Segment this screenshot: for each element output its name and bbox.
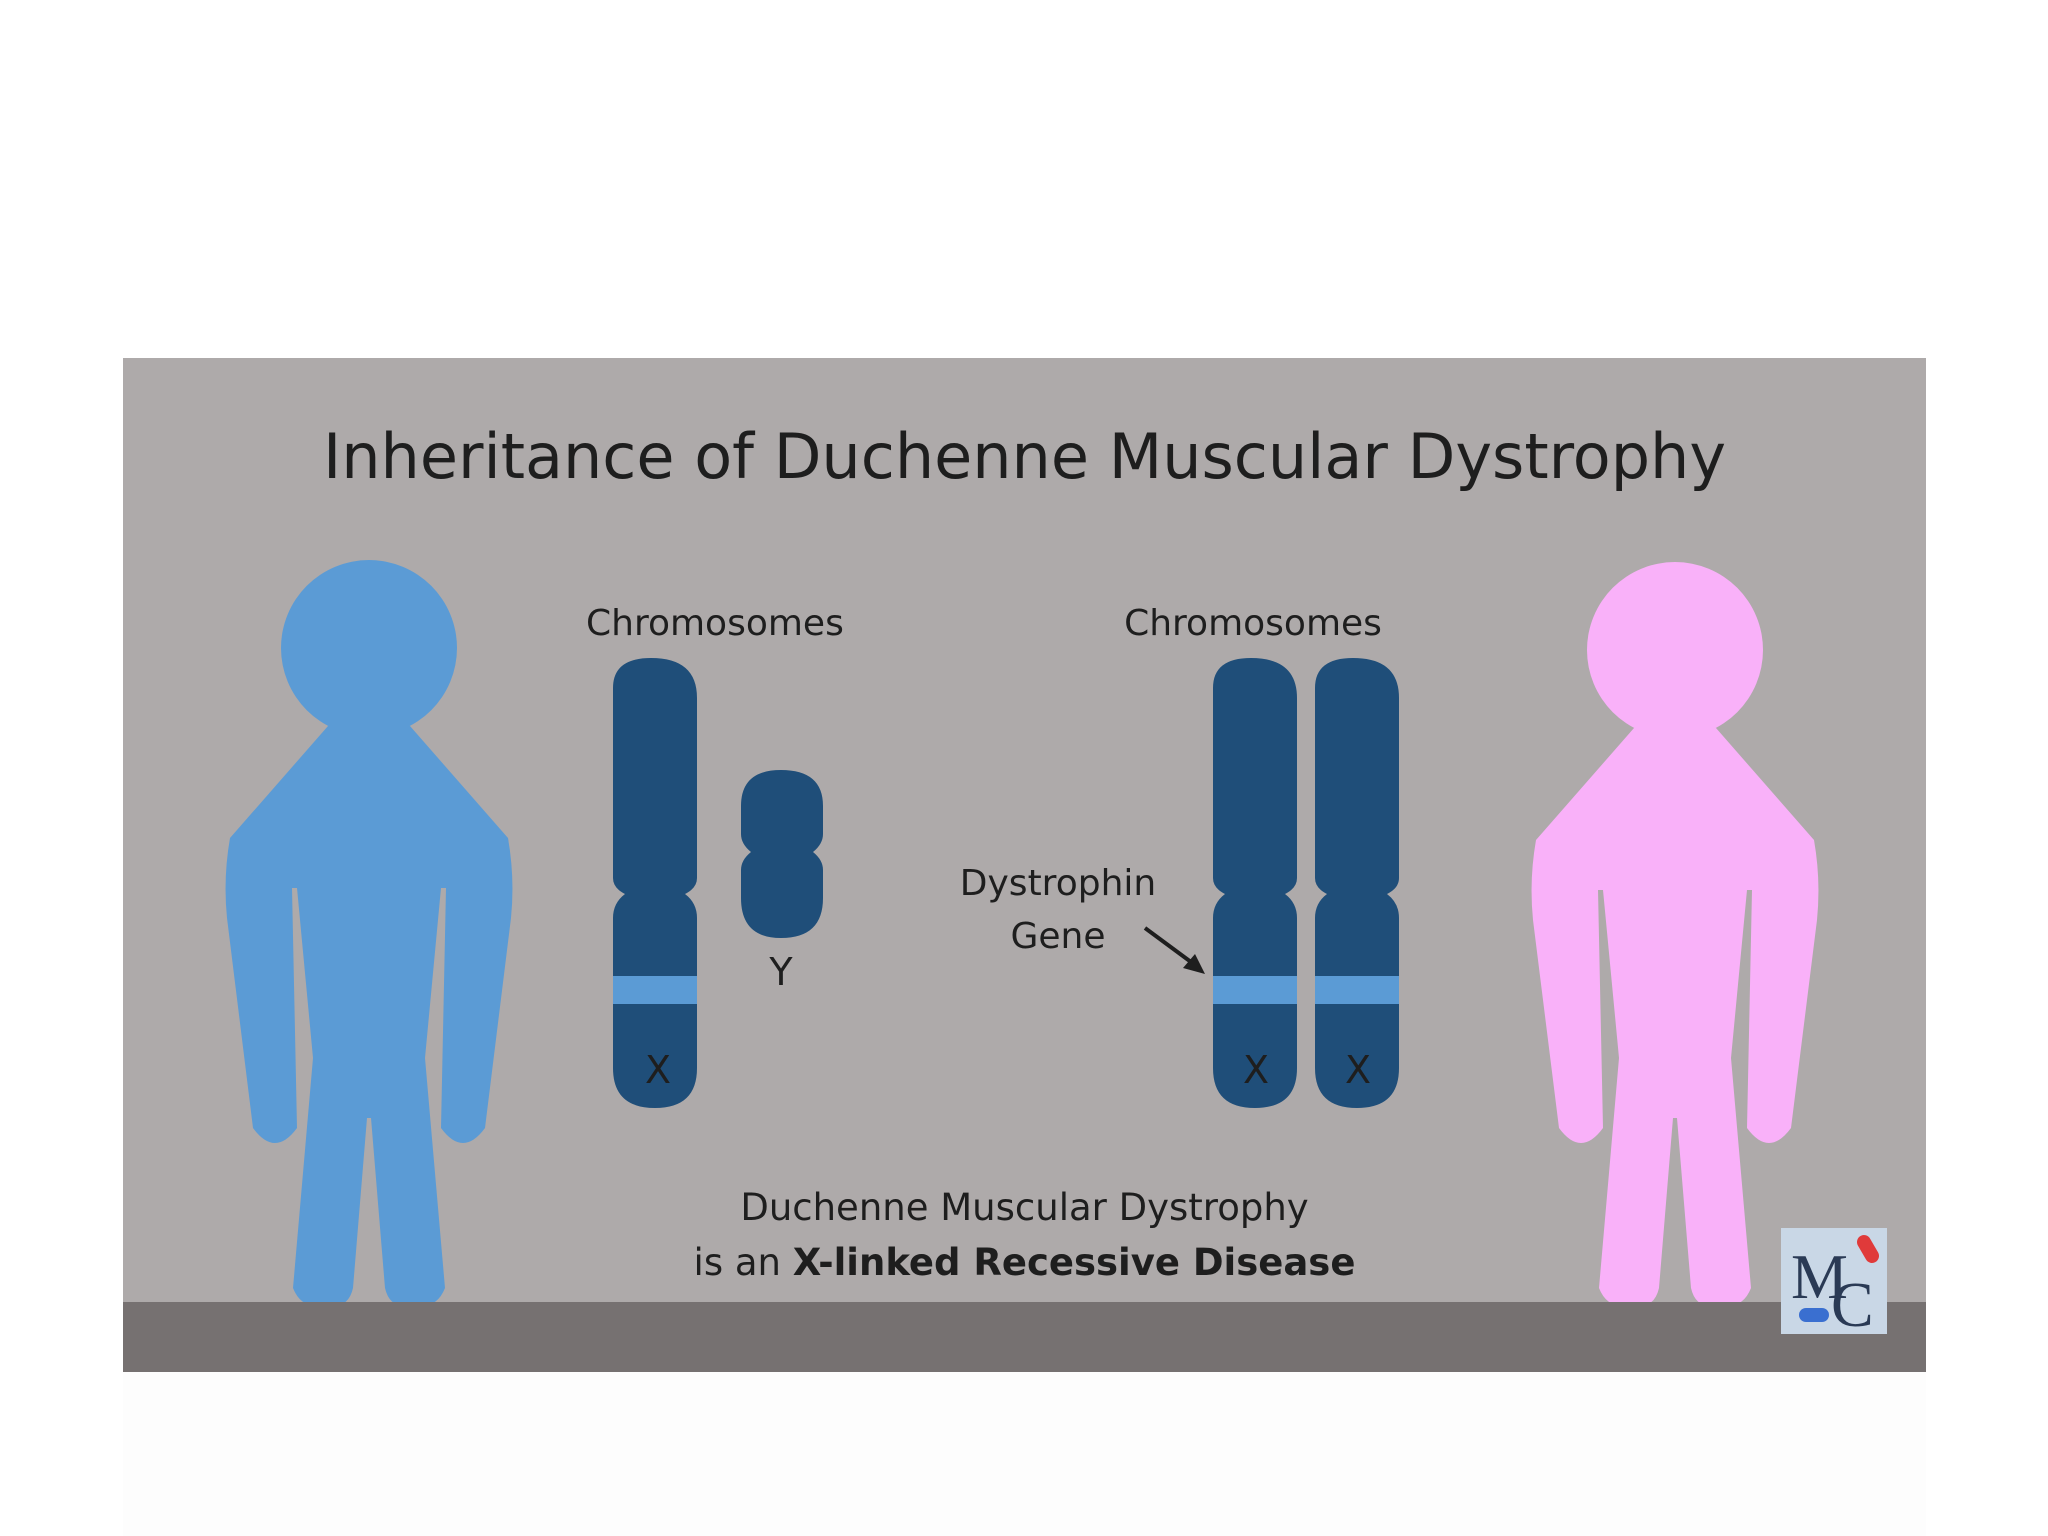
logo-letter-c: C — [1831, 1269, 1874, 1334]
male-head — [281, 560, 457, 736]
caption-line-1: Duchenne Muscular Dystrophy — [740, 1186, 1309, 1229]
diagram-slide: Inheritance of Duchenne Muscular Dystrop… — [123, 358, 1926, 1372]
caption-bold: X-linked Recessive Disease — [792, 1241, 1356, 1284]
below-area — [123, 1372, 1926, 1536]
right-chromosomes-heading: Chromosomes — [1124, 603, 1382, 644]
female-x-chromosome-2 — [1315, 658, 1399, 1108]
female-body — [1531, 728, 1819, 1306]
female-figure — [1531, 562, 1819, 1306]
caption-line-2: is an X-linked Recessive Disease — [123, 1235, 1926, 1290]
dystrophin-gene-band — [613, 976, 697, 1004]
male-y-label: Y — [769, 950, 793, 994]
gene-arrow — [1143, 926, 1205, 974]
chromosome-body — [1315, 658, 1399, 1108]
left-chromosomes-heading: Chromosomes — [586, 603, 844, 644]
female-x-chromosome-1 — [1213, 658, 1297, 1108]
mc-logo: M C — [1781, 1228, 1887, 1334]
logo-letter-m: M — [1791, 1241, 1848, 1312]
diagram-figure — [225, 560, 1819, 1306]
caption-prefix: is an — [693, 1241, 793, 1284]
floor — [123, 1302, 1926, 1372]
male-x-label: X — [644, 1048, 672, 1092]
male-y-chromosome — [741, 770, 823, 938]
female-head — [1587, 562, 1763, 738]
chromosome-body — [741, 770, 823, 938]
female-x2-label: X — [1344, 1048, 1372, 1092]
chromosome-body — [1213, 658, 1297, 1108]
male-figure — [225, 560, 513, 1306]
male-body — [225, 726, 513, 1306]
annotation-line-2: Gene — [1010, 916, 1106, 957]
caption: Duchenne Muscular Dystrophy is an X-link… — [123, 1180, 1926, 1290]
annotation-line-1: Dystrophin — [959, 863, 1157, 904]
pill-blue — [1799, 1308, 1829, 1322]
pill-red — [1857, 1235, 1879, 1263]
dystrophin-gene-band — [1315, 976, 1399, 1004]
chromosome-body — [613, 658, 697, 1108]
page-title: Inheritance of Duchenne Muscular Dystrop… — [322, 420, 1727, 493]
mc-logo-icon: M C — [1781, 1228, 1887, 1334]
male-x-chromosome — [613, 658, 697, 1108]
female-x1-label: X — [1242, 1048, 1270, 1092]
dystrophin-gene-band — [1213, 976, 1297, 1004]
